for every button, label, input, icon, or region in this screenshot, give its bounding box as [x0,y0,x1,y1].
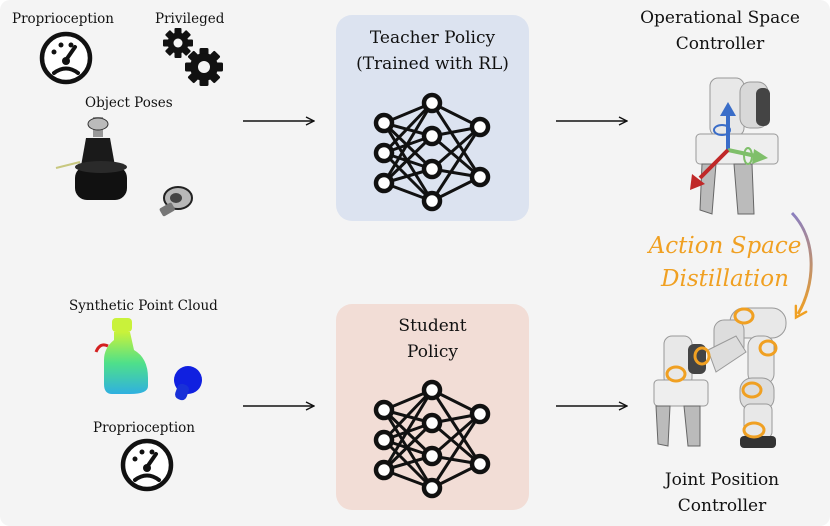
network-node [373,172,395,194]
network-node [421,412,443,434]
jpc-robot-image [653,307,787,448]
gauge-icon-bottom [120,438,174,492]
network-node [373,429,395,451]
teacher-title-line1: Teacher Policy [369,28,496,48]
teacher-policy-title: Teacher Policy (Trained with RL) [336,26,529,77]
flow-arrows [243,121,627,406]
black-object-image [55,117,127,200]
osc-label: Operational Space Controller [620,6,820,57]
distillation-line2: Distillation [661,266,789,293]
network-edge [431,412,481,458]
object-poses-label: Object Poses [85,95,173,111]
network-edge [431,421,481,466]
proprioception-label-top: Proprioception [12,11,114,27]
gears-icon [163,28,223,86]
network-node [373,112,395,134]
proprioception-label-bottom: Proprioception [93,420,195,436]
osc-line2: Controller [675,33,765,54]
network-edge [431,125,481,171]
student-title-line1: Student [398,316,467,336]
network-node [373,142,395,164]
network-edge [382,388,434,442]
network-node [373,459,395,481]
network-edge [382,102,434,184]
network-edge [431,134,481,179]
student-title-line2: Policy [407,341,458,362]
distillation-arrow [790,211,813,320]
teacher-network-icon [373,92,491,212]
network-node [421,379,443,401]
network-node [421,190,443,212]
network-node [469,116,491,138]
network-edge [382,389,434,471]
teacher-title-line2: (Trained with RL) [356,53,509,74]
jpc-line1: Joint Position [664,470,780,490]
point-cloud-label: Synthetic Point Cloud [69,298,218,314]
network-node [469,453,491,475]
network-node [421,158,443,180]
student-policy-box [336,304,529,510]
jpc-line2: Controller [677,495,767,516]
student-policy-title: Student Policy [336,314,529,365]
network-edge [430,126,482,202]
point-cloud-image [94,318,202,401]
action-space-distillation-label: Action Space Distillation [640,230,810,297]
network-node [469,166,491,188]
gauge-icon-top [39,31,93,85]
small-metal-object-image [159,186,193,217]
network-node [421,445,443,467]
jpc-label: Joint Position Controller [622,468,822,519]
osc-line1: Operational Space [640,8,800,28]
network-node [421,477,443,499]
network-edge [430,102,482,178]
network-node [421,125,443,147]
network-edge [430,389,482,465]
osc-robot-image [690,77,779,215]
network-edge [382,101,434,155]
network-edge [382,421,434,472]
network-node [469,403,491,425]
distillation-line1: Action Space [648,233,802,259]
network-edge [430,413,482,489]
teacher-policy-box [336,15,529,221]
privileged-label: Privileged [155,11,225,27]
network-node [373,399,395,421]
network-node [421,92,443,114]
student-network-icon [373,379,491,499]
network-edge [382,134,434,185]
